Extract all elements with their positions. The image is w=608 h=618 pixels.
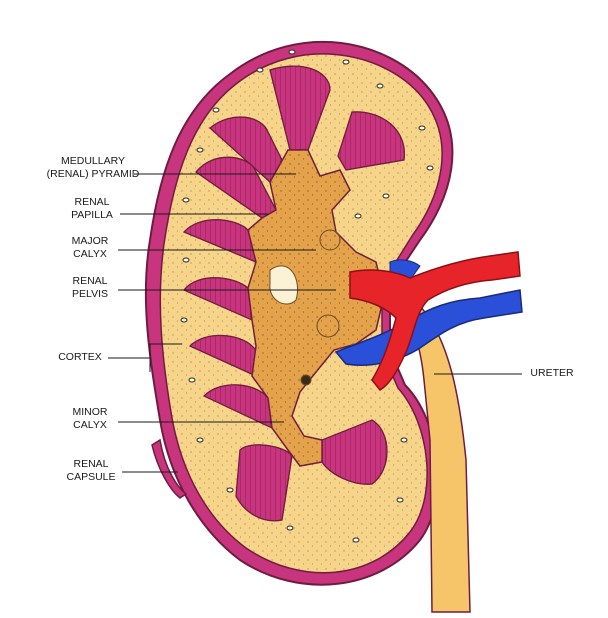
renal-artery <box>349 251 521 391</box>
sinus-cells <box>269 229 341 386</box>
medullary-pyramids <box>182 65 405 522</box>
pyramid-upper-left <box>209 116 289 183</box>
pyramid-left-1 <box>195 156 277 219</box>
pyramid-upper-right <box>337 111 405 171</box>
leader-lines <box>108 173 522 473</box>
cortex-vessels <box>180 49 434 543</box>
pyramid-bottom-left <box>235 444 293 522</box>
pyramid-left-3 <box>183 277 269 321</box>
label-renal-pelvis: RENAL PELVIS <box>72 275 108 300</box>
capsule-flap <box>151 438 188 499</box>
label-cortex: CORTEX <box>58 351 102 363</box>
label-ureter: URETER <box>530 367 574 379</box>
pyramid-left-5 <box>202 384 292 429</box>
label-medullary-pyramid: MEDULLARY (RENAL) PYRAMID <box>46 155 140 180</box>
label-minor-calyx: MINOR CALYX <box>72 406 108 431</box>
pyramid-bottom-right <box>321 419 388 485</box>
label-major-calyx: MAJOR CALYX <box>71 235 109 260</box>
label-renal-capsule: RENAL CAPSULE <box>66 458 116 483</box>
pyramid-top <box>269 65 331 151</box>
label-renal-papilla: RENAL PAPILLA <box>71 196 113 221</box>
